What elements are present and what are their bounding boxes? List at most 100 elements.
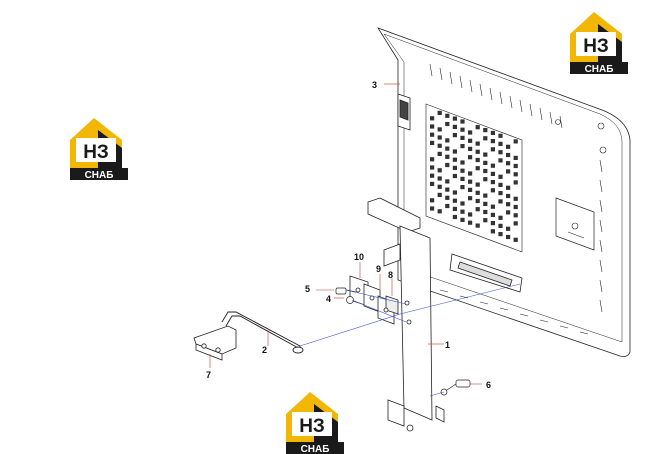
mesh-cell bbox=[475, 223, 480, 228]
mesh-cell bbox=[445, 121, 450, 127]
callout-2: 2 bbox=[262, 345, 267, 355]
mesh-cell bbox=[460, 185, 465, 190]
mesh-cell bbox=[430, 165, 435, 170]
mesh-cell bbox=[445, 138, 450, 143]
mesh-cell bbox=[437, 127, 442, 132]
mesh-cell bbox=[490, 139, 495, 144]
mesh-cell bbox=[498, 223, 503, 228]
brand-logo-mark: НЗ bbox=[583, 36, 609, 57]
mesh-cell bbox=[468, 130, 473, 135]
mesh-cell bbox=[460, 119, 465, 124]
brand-logo-word: СНАБ bbox=[85, 170, 114, 181]
mesh-cell bbox=[483, 201, 488, 206]
mesh-cell bbox=[460, 201, 465, 206]
mesh-cell bbox=[468, 179, 473, 184]
mesh-cell bbox=[483, 193, 488, 198]
mesh-cell bbox=[460, 217, 465, 222]
mesh-cell bbox=[452, 198, 457, 203]
mesh-cell bbox=[490, 130, 495, 135]
mesh-cell bbox=[513, 221, 518, 226]
mesh-cell bbox=[498, 191, 503, 196]
mesh-cell bbox=[490, 147, 495, 152]
mesh-cell bbox=[437, 168, 442, 173]
mesh-cell bbox=[506, 210, 511, 215]
mesh-cell bbox=[468, 155, 473, 160]
mesh-cell bbox=[490, 212, 495, 217]
mesh-cell bbox=[452, 165, 457, 170]
callout-8: 8 bbox=[388, 270, 393, 280]
mesh-cell bbox=[430, 173, 435, 178]
mesh-cell bbox=[437, 184, 442, 189]
mesh-cell bbox=[483, 128, 488, 133]
brand-logo-mark: НЗ bbox=[83, 142, 109, 163]
mesh-cell bbox=[498, 158, 503, 163]
part-1-bracket bbox=[367, 197, 445, 432]
mesh-cell bbox=[445, 187, 450, 192]
mesh-cell bbox=[468, 196, 473, 201]
mesh-cell bbox=[452, 206, 457, 211]
mesh-cell bbox=[506, 202, 511, 207]
callout-3: 3 bbox=[372, 80, 377, 90]
callout-4: 4 bbox=[326, 294, 331, 304]
mesh-cell bbox=[513, 196, 518, 201]
leader-lines bbox=[209, 83, 482, 385]
grille-panel bbox=[377, 27, 631, 357]
mesh-cell bbox=[468, 220, 473, 225]
mesh-cell bbox=[452, 133, 457, 138]
mesh-cell bbox=[506, 226, 511, 231]
mesh-cell bbox=[460, 160, 465, 165]
mesh-cell bbox=[452, 157, 457, 162]
brand-logo-word: СНАБ bbox=[301, 444, 330, 454]
callout-labels: 3 1 2 4 5 6 7 8 9 10 bbox=[206, 80, 491, 390]
mesh-cell bbox=[506, 152, 511, 158]
mesh-cell bbox=[506, 234, 511, 240]
mesh-cell bbox=[490, 163, 495, 168]
mesh-cell bbox=[490, 221, 495, 226]
brand-logo-top-right: НЗ СНАБ bbox=[570, 12, 628, 75]
mesh-cell bbox=[498, 133, 503, 138]
mesh-cell bbox=[452, 124, 457, 129]
callout-6: 6 bbox=[486, 380, 491, 390]
mesh-cell bbox=[483, 168, 488, 174]
mesh-cell bbox=[498, 141, 503, 146]
mesh-cell bbox=[475, 125, 480, 130]
mesh-cell bbox=[460, 168, 465, 173]
mesh-cell bbox=[430, 132, 435, 137]
mesh-cell bbox=[506, 161, 511, 166]
mesh-cell bbox=[468, 138, 473, 143]
mesh-cell bbox=[430, 116, 435, 121]
mesh-cell bbox=[430, 140, 435, 145]
mesh-cell bbox=[445, 179, 450, 184]
mesh-cell bbox=[445, 113, 450, 118]
mesh-cell bbox=[506, 144, 511, 149]
mesh-cell bbox=[475, 182, 480, 187]
mesh-cell bbox=[460, 176, 465, 181]
mesh-cell bbox=[430, 198, 435, 203]
mesh-cell bbox=[445, 195, 450, 200]
callout-9: 9 bbox=[376, 264, 381, 274]
part-2-wire bbox=[221, 311, 304, 354]
callout-5: 5 bbox=[305, 284, 310, 294]
mesh-cell bbox=[430, 124, 435, 129]
mesh-cell bbox=[445, 203, 450, 209]
mesh-cell bbox=[506, 185, 511, 190]
mesh-cell bbox=[513, 139, 518, 144]
mesh-cell bbox=[460, 127, 465, 132]
mesh-cell bbox=[452, 173, 457, 179]
mesh-cell bbox=[513, 180, 518, 185]
mesh-cell bbox=[445, 162, 450, 168]
brand-logo-left: НЗ СНАБ bbox=[70, 118, 128, 181]
mesh-cell bbox=[437, 135, 442, 140]
mesh-cell bbox=[437, 209, 442, 214]
mesh-cell bbox=[490, 229, 495, 234]
mesh-cell bbox=[452, 116, 457, 121]
mesh-cell bbox=[498, 232, 503, 237]
part-6-bolt bbox=[440, 379, 471, 396]
mesh-cell bbox=[460, 209, 465, 214]
mesh-cell bbox=[498, 199, 503, 204]
mesh-cell bbox=[513, 172, 518, 177]
brand-logo-word: СНАБ bbox=[585, 64, 614, 75]
mesh-cell bbox=[513, 204, 518, 210]
callout-7: 7 bbox=[206, 370, 211, 380]
mesh-cell bbox=[475, 198, 480, 204]
